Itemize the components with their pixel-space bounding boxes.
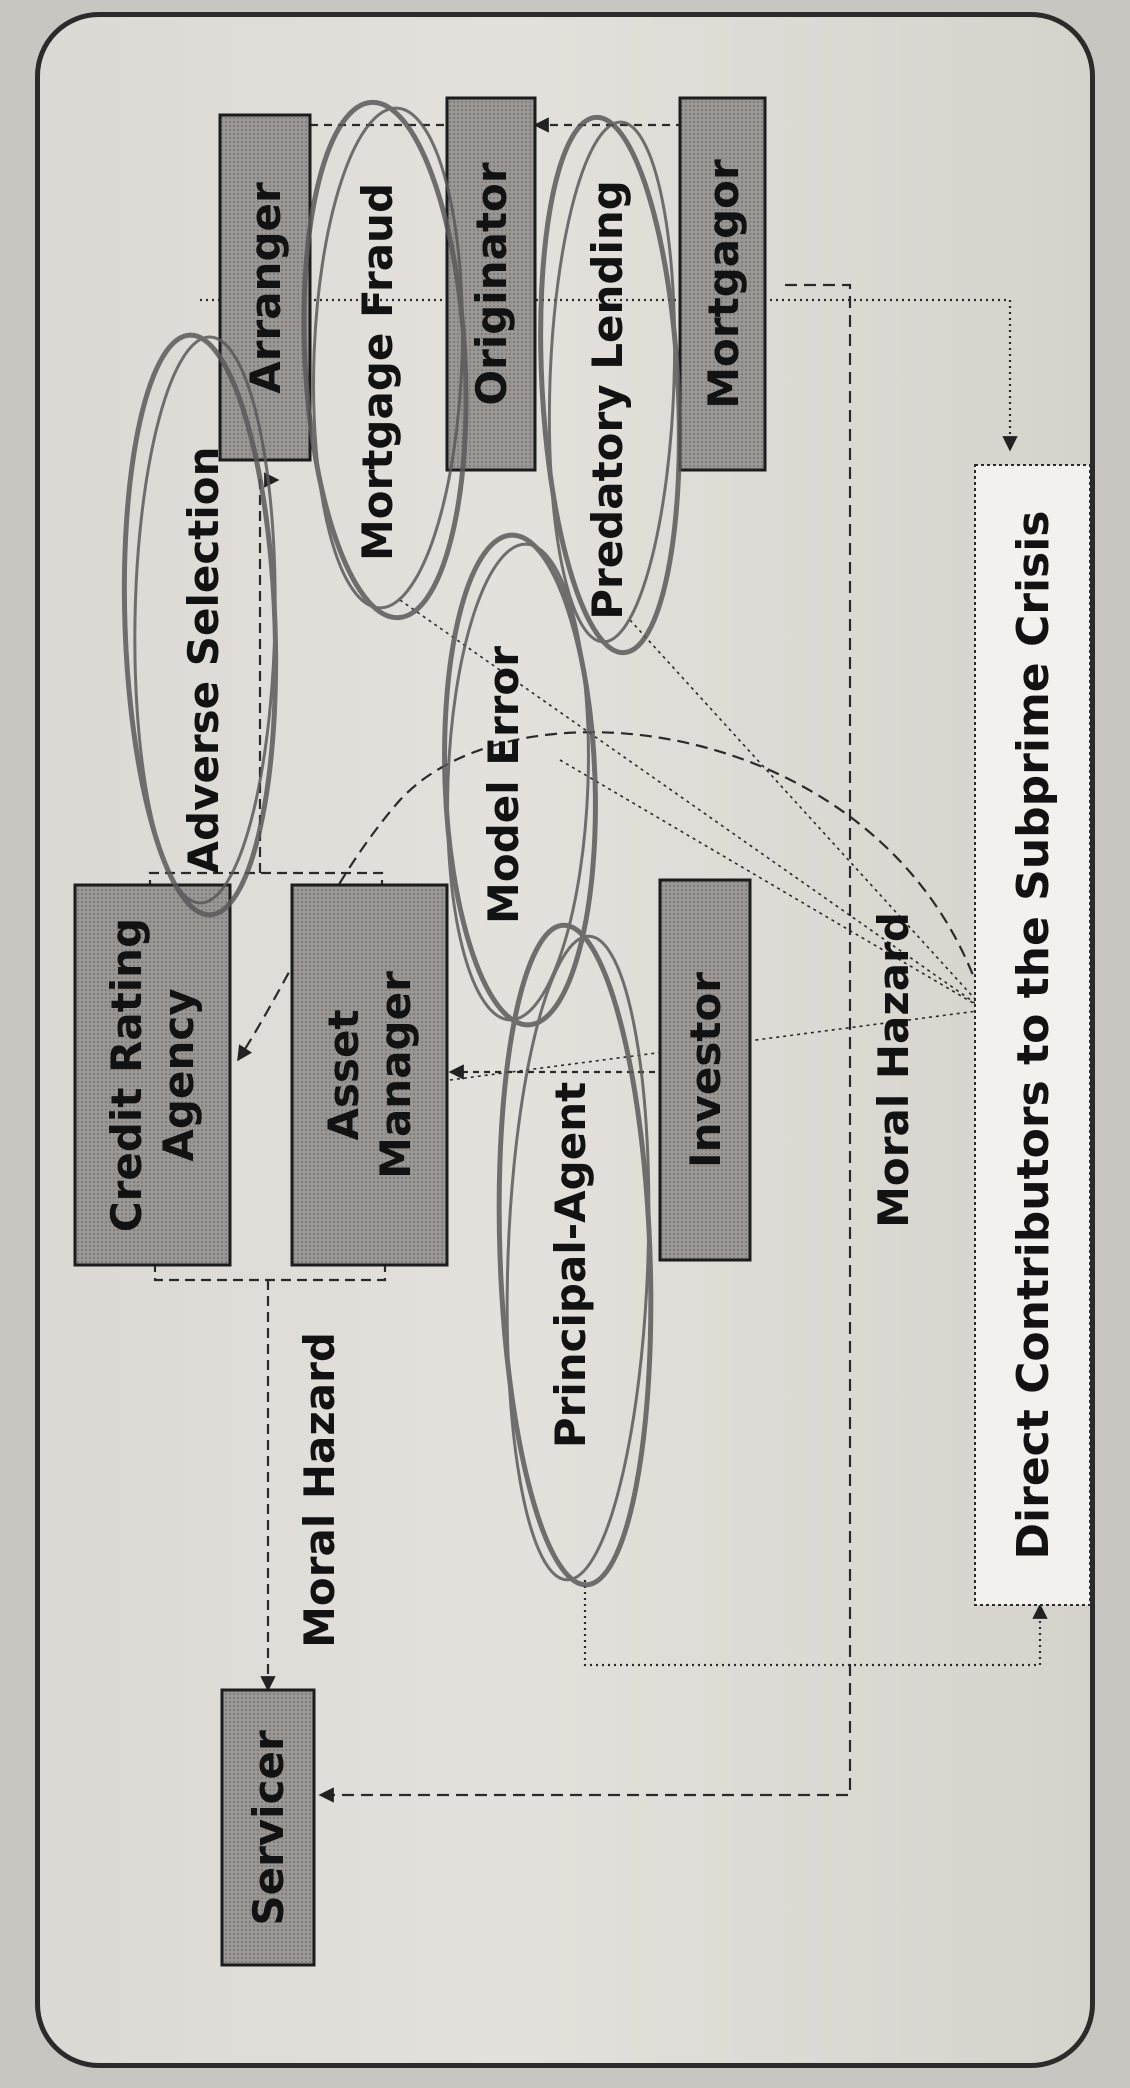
asset-manager-line1: Asset	[319, 1009, 368, 1140]
circle-predatory-lending	[538, 114, 682, 656]
circle-model-error	[442, 532, 598, 1028]
marker-circles	[121, 99, 682, 1588]
circle-model-error-2	[446, 542, 590, 1022]
model-error-label: Model Error	[479, 646, 528, 924]
circle-principal-agent	[496, 922, 654, 1588]
converge-1	[399, 599, 986, 1011]
box-investor: Investor	[658, 878, 752, 1262]
link-principal-direct	[583, 1580, 1048, 1667]
mortgage-fraud-label: Mortgage Fraud	[353, 183, 402, 561]
investor-label: Investor	[681, 972, 730, 1168]
mortgagor-label: Mortgagor	[699, 159, 748, 409]
box-asset-manager: Asset Manager	[290, 883, 449, 1267]
moral-hazard-left-label: Moral Hazard	[295, 1332, 344, 1648]
converge-4	[449, 1009, 986, 1081]
credit-rating-line1: Credit Rating	[102, 918, 151, 1232]
credit-rating-line2: Agency	[154, 988, 203, 1161]
box-direct-contributors: Direct Contributors to the Subprime Cris…	[974, 464, 1091, 1606]
originator-label: Originator	[467, 162, 516, 405]
arranger-label: Arranger	[241, 182, 290, 394]
adverse-selection-label: Adverse Selection	[179, 447, 228, 874]
moral-hazard-right-label: Moral Hazard	[869, 912, 918, 1228]
circle-principal-agent-2	[505, 934, 651, 1582]
box-mortgagor: Mortgagor	[678, 96, 767, 472]
converge-3	[559, 759, 986, 1011]
link-mortgagor-servicer	[318, 283, 852, 1803]
circle-mortgage-fraud	[301, 99, 469, 621]
asset-manager-line2: Manager	[371, 971, 420, 1179]
servicer-label: Servicer	[244, 1730, 293, 1926]
bracket-top	[148, 871, 384, 890]
box-servicer: Servicer	[220, 1688, 316, 1967]
circle-adverse-selection-2	[133, 335, 277, 905]
principal-agent-label: Principal-Agent	[546, 1082, 595, 1448]
bracket-bottom	[153, 1262, 387, 1282]
predatory-lending-label: Predatory Lending	[583, 180, 632, 620]
circle-mortgage-fraud-2	[312, 106, 464, 610]
box-arranger: Arranger	[218, 113, 312, 462]
circle-predatory-lending-2	[547, 120, 677, 644]
diagram-title: Direct Contributors to the Subprime Cris…	[1008, 511, 1059, 1560]
box-credit-rating-agency: Credit Rating Agency	[73, 883, 232, 1267]
